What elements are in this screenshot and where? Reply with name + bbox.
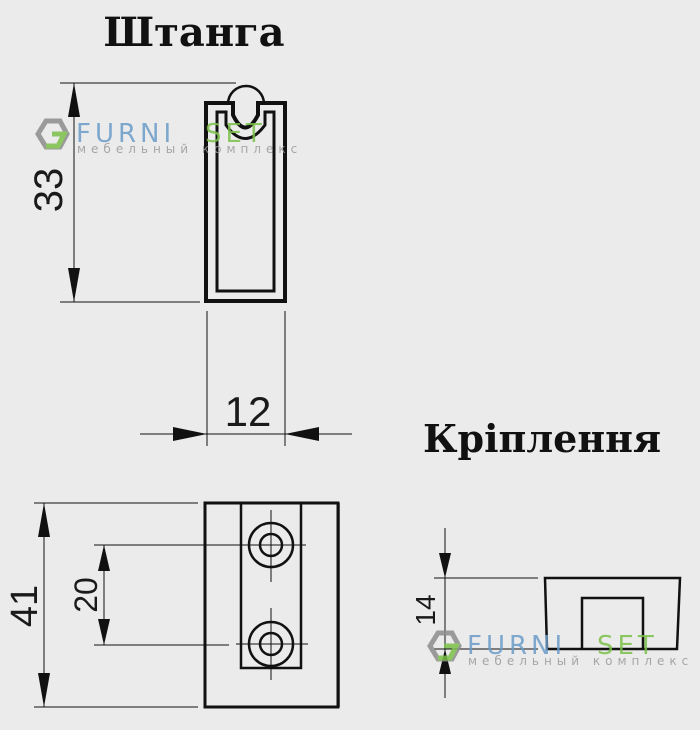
mount-depth-label: 14 — [410, 594, 441, 625]
furniset-logo-icon — [35, 118, 70, 150]
brand-right-2: SET — [597, 631, 658, 661]
mount-front-view — [203, 501, 340, 709]
mount-side-view — [543, 576, 682, 651]
rod-height-label: 33 — [27, 168, 71, 213]
mount-hole-spacing-label: 20 — [68, 577, 104, 613]
rod-height-dimension — [60, 82, 236, 303]
rod-profile — [204, 84, 287, 303]
brand-left: FURNI — [76, 119, 175, 149]
rod-title: Штанга — [103, 9, 284, 56]
furniset-logo-icon-2 — [427, 630, 462, 662]
rod-width-label: 12 — [225, 388, 272, 435]
mount-title: Кріплення — [423, 416, 661, 461]
watermark-top: FURNI SET мебельный комплекс — [35, 118, 302, 156]
watermark-bottom: FURNI SET мебельный комплекс — [427, 630, 693, 668]
mount-height-label: 41 — [4, 585, 46, 627]
brand-tagline: мебельный комплекс — [77, 142, 302, 156]
mount-hole-spacing-dimension — [94, 544, 306, 646]
brand-tagline-2: мебельный комплекс — [468, 654, 693, 668]
rod-width-dimension — [140, 311, 352, 446]
brand-left-2: FURNI — [467, 631, 566, 661]
mount-depth-dimension — [434, 528, 538, 698]
brand-right: SET — [205, 119, 266, 149]
mount-height-dimension — [34, 502, 198, 708]
